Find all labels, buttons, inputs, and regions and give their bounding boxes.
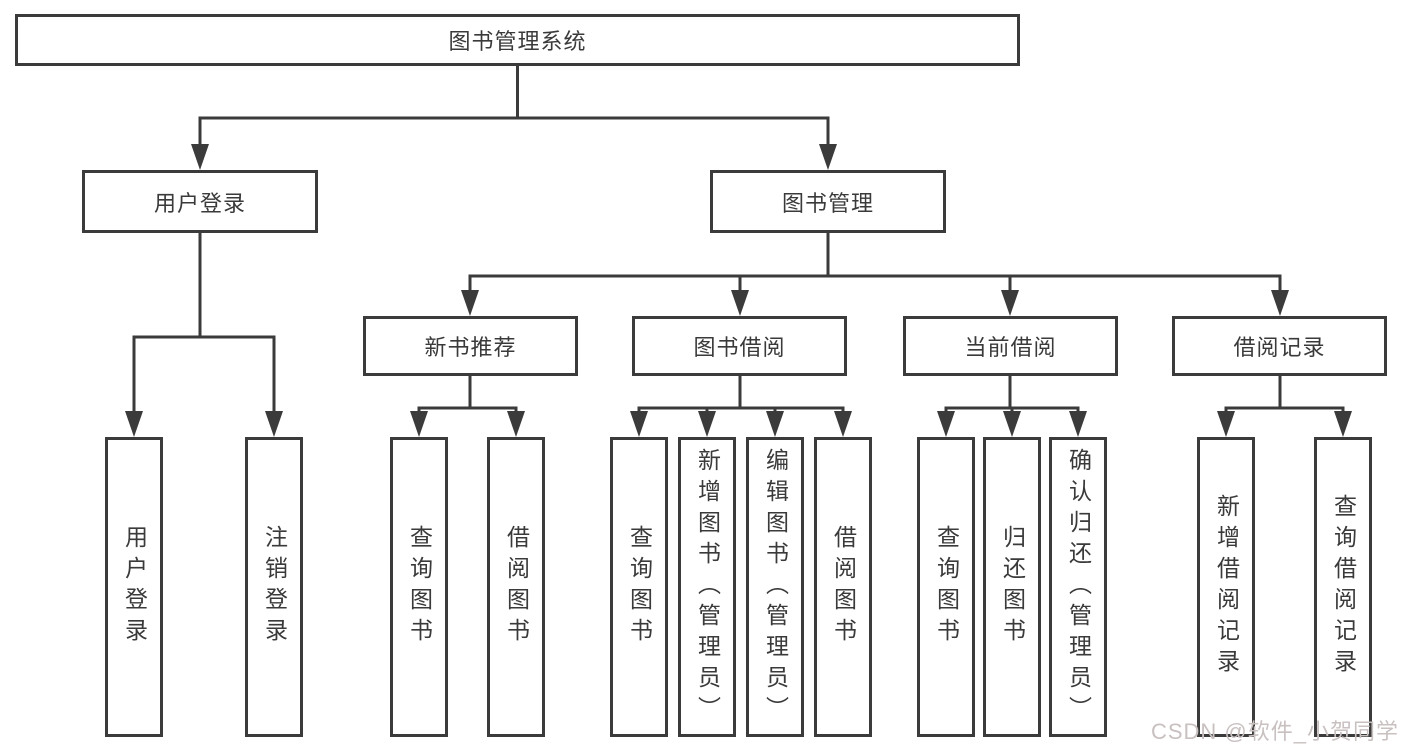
leaf-record-query: 查询借阅记录 <box>1314 437 1372 737</box>
node-new-book-recommend: 新书推荐 <box>363 316 578 376</box>
leaf-current-query-books: 查询图书 <box>917 437 975 737</box>
leaf-record-add: 新增借阅记录 <box>1197 437 1255 737</box>
node-current-borrow: 当前借阅 <box>903 316 1118 376</box>
leaf-current-return-books: 归还图书 <box>983 437 1041 737</box>
leaf-user-login: 用户登录 <box>105 437 163 737</box>
leaf-borrow-add-books-admin: 新增图书（管理员） <box>678 437 736 737</box>
connector-borrow-record-children <box>1217 376 1352 437</box>
leaf-logout: 注销登录 <box>245 437 303 737</box>
node-user-login: 用户登录 <box>82 170 318 233</box>
leaf-borrow-query-books: 查询图书 <box>610 437 668 737</box>
connector-root-to-level2 <box>191 66 837 170</box>
node-library-management-system: 图书管理系统 <box>15 14 1020 66</box>
connector-user-login-children <box>125 233 283 437</box>
leaf-newbook-borrow-books: 借阅图书 <box>487 437 545 737</box>
csdn-watermark: CSDN @软件_小贺同学 <box>1150 719 1399 744</box>
leaf-borrow-borrow-books: 借阅图书 <box>814 437 872 737</box>
leaf-borrow-edit-books-admin: 编辑图书（管理员） <box>746 437 804 737</box>
node-borrow-records: 借阅记录 <box>1172 316 1387 376</box>
connector-book-borrow-children <box>630 376 852 437</box>
connector-book-mgmt-to-level3 <box>461 233 1289 316</box>
node-book-management: 图书管理 <box>710 170 946 233</box>
connector-new-book-children <box>410 376 525 437</box>
leaf-newbook-query-books: 查询图书 <box>390 437 448 737</box>
node-book-borrow: 图书借阅 <box>632 316 847 376</box>
leaf-current-confirm-return-admin: 确认归还（管理员） <box>1049 437 1107 737</box>
connector-current-borrow-children <box>937 376 1087 437</box>
